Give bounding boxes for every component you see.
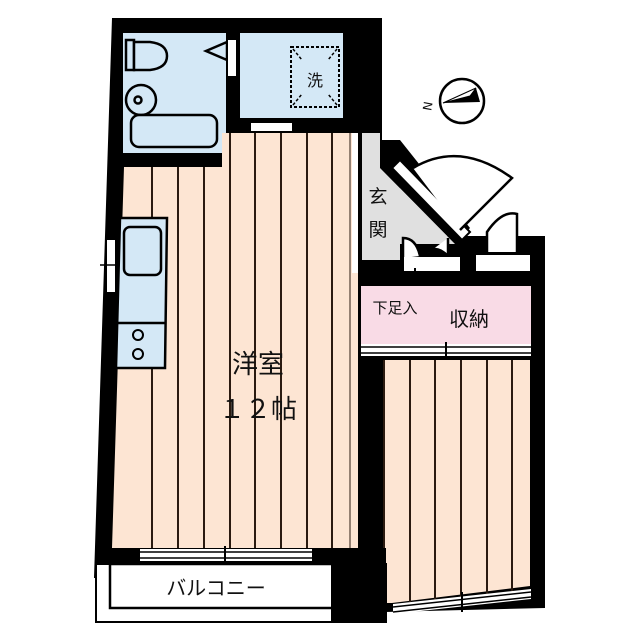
entry-door[interactable] [390,154,514,242]
cabinet-shelf [476,255,530,271]
washer-label: 洗 [307,71,323,90]
stove-icon [132,329,144,360]
western-room-size: １２帖 [219,395,297,425]
toilet-icon [124,38,169,72]
storage-closet: 下足入 収納 [361,286,531,360]
balcony: バルコニー [95,548,387,623]
entrance-label-1: 玄 [368,186,387,208]
door-swing-icon [202,40,229,62]
laundry-area: 洗 [240,33,343,131]
bathtub-icon [129,113,219,149]
compass-label: N [420,101,435,112]
sink-icon [124,83,158,117]
storage-label: 収納 [449,307,489,331]
right-room-window[interactable] [392,589,532,614]
compass-north-arrow-icon: N [420,77,486,125]
shoe-box-doors [401,212,519,260]
sliding-door-storage[interactable] [361,342,531,360]
kitchen [100,216,169,370]
balcony-label: バルコニー [166,576,266,600]
door-swing-icon [412,154,514,231]
shoe-box-label: 下足入 [372,299,417,317]
washing-machine-icon: 洗 [290,46,340,108]
entrance-label-2: 関 [368,219,387,241]
bathroom-door[interactable] [228,40,236,76]
shoe-box-shelf [404,257,460,271]
balcony-window[interactable] [140,546,312,564]
floorboard-lines [151,133,513,605]
kitchen-sink-icon [122,225,163,277]
kitchen-window[interactable] [107,240,115,292]
bathroom [123,33,236,153]
western-room: 洋室 １２帖 [112,133,530,605]
laundry-door[interactable] [251,123,292,131]
entrance: 玄 関 [352,133,455,273]
western-room-label: 洋室 [232,350,284,380]
